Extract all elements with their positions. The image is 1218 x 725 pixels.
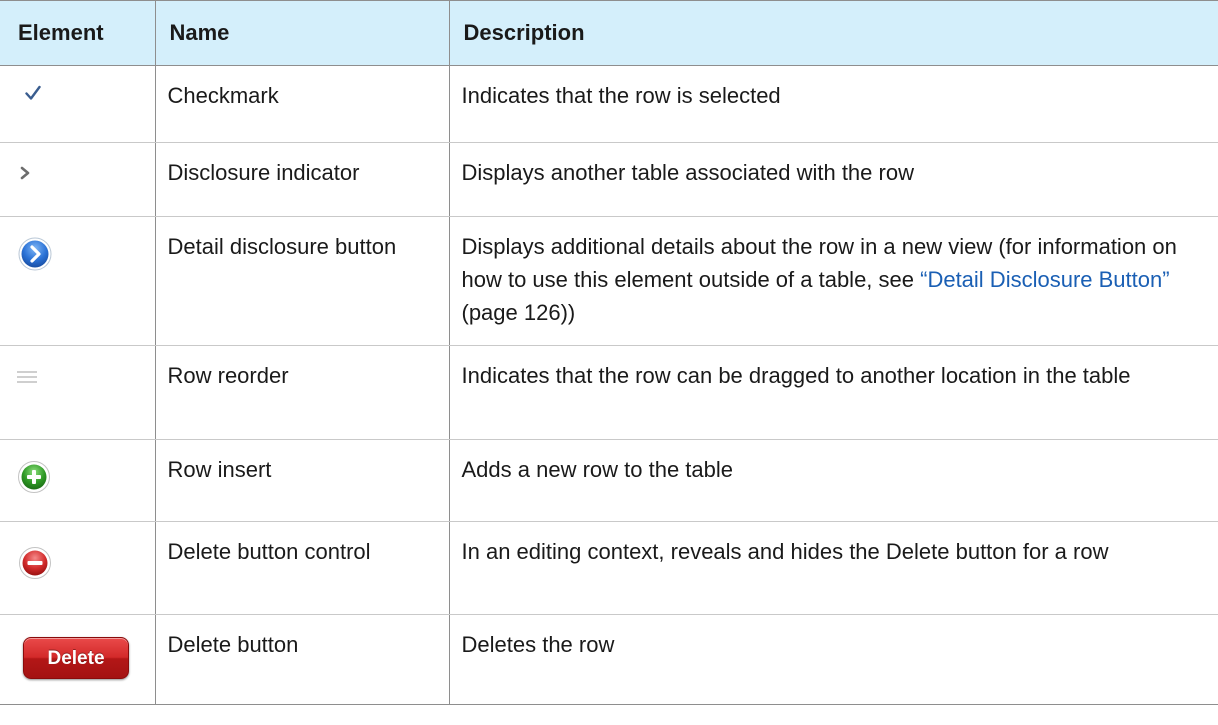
delete-button[interactable]: Delete bbox=[23, 637, 129, 679]
table-row: Disclosure indicator Displays another ta… bbox=[0, 142, 1218, 217]
element-cell bbox=[0, 439, 156, 522]
element-cell bbox=[0, 65, 156, 143]
table-row: Detail disclosure button Displays additi… bbox=[0, 216, 1218, 346]
chevron-right-icon bbox=[20, 166, 30, 180]
table-row: Delete button control In an editing cont… bbox=[0, 521, 1218, 615]
table-row: Row insert Adds a new row to the table bbox=[0, 439, 1218, 522]
column-header-description: Description bbox=[448, 0, 1218, 66]
plus-circle-icon bbox=[18, 461, 50, 493]
table-container: Element Name Description Checkmark Indic… bbox=[0, 0, 1218, 705]
name-cell: Delete button bbox=[154, 614, 450, 705]
name-cell: Disclosure indicator bbox=[154, 142, 450, 217]
name-cell: Delete button control bbox=[154, 521, 450, 615]
detail-disclosure-icon bbox=[18, 237, 52, 271]
element-cell: Delete bbox=[0, 614, 156, 705]
table-row-accessories-table: Element Name Description Checkmark Indic… bbox=[0, 0, 1218, 705]
description-text-suffix: (page 126)) bbox=[461, 300, 576, 325]
description-cell: Indicates that the row is selected bbox=[448, 65, 1218, 143]
table-row: Row reorder Indicates that the row can b… bbox=[0, 345, 1218, 440]
name-cell: Checkmark bbox=[154, 65, 450, 143]
description-cell: Indicates that the row can be dragged to… bbox=[448, 345, 1218, 440]
element-cell bbox=[0, 345, 156, 440]
table-row: Checkmark Indicates that the row is sele… bbox=[0, 65, 1218, 143]
column-header-name: Name bbox=[154, 0, 450, 66]
name-cell: Row reorder bbox=[154, 345, 450, 440]
checkmark-icon bbox=[25, 85, 41, 100]
description-cell: Displays another table associated with t… bbox=[448, 142, 1218, 217]
reorder-grip-icon bbox=[17, 371, 37, 383]
name-cell: Detail disclosure button bbox=[154, 216, 450, 346]
element-cell bbox=[0, 142, 156, 217]
element-cell bbox=[0, 216, 156, 346]
element-cell bbox=[0, 521, 156, 615]
name-cell: Row insert bbox=[154, 439, 450, 522]
description-cell: Displays additional details about the ro… bbox=[448, 216, 1218, 346]
description-text: Displays additional details about the ro… bbox=[461, 234, 1177, 292]
table-header-row: Element Name Description bbox=[0, 0, 1218, 66]
minus-circle-icon bbox=[19, 547, 51, 579]
column-header-element: Element bbox=[0, 0, 156, 66]
table-row: Delete Delete button Deletes the row bbox=[0, 614, 1218, 705]
description-cell: Adds a new row to the table bbox=[448, 439, 1218, 522]
description-cell: In an editing context, reveals and hides… bbox=[448, 521, 1218, 615]
description-cell: Deletes the row bbox=[448, 614, 1218, 705]
detail-disclosure-button-link[interactable]: “Detail Disclosure Button” bbox=[920, 267, 1170, 292]
